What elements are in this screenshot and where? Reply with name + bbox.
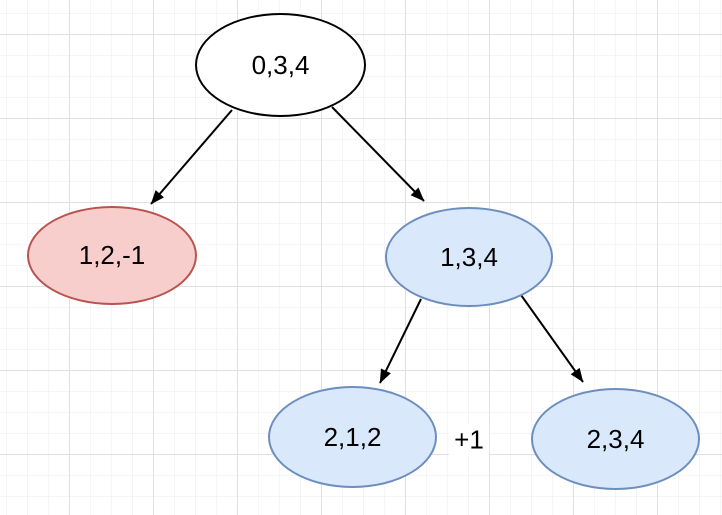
edge-root-to-left-child[interactable] (150, 109, 233, 205)
tree-node-root[interactable]: 0,3,4 (195, 13, 366, 117)
tree-node-right-right-child[interactable]: 2,3,4 (531, 388, 700, 490)
edge-label-plus-one[interactable]: +1 (449, 423, 489, 457)
edge-right-child-to-right-right-child[interactable] (520, 294, 584, 383)
tree-node-right-child[interactable]: 1,3,4 (385, 207, 553, 307)
tree-node-left-child[interactable]: 1,2,-1 (27, 206, 197, 305)
node-label: 2,3,4 (586, 423, 645, 454)
node-label: 2,1,2 (323, 421, 382, 452)
node-label: 1,3,4 (440, 241, 498, 272)
node-label: 1,2,-1 (78, 240, 146, 270)
tree-node-right-left-child[interactable]: 2,1,2 (268, 386, 437, 488)
edge-root-to-right-child[interactable] (331, 106, 425, 202)
edge-right-child-to-right-left-child[interactable] (379, 298, 422, 384)
node-label: 0,3,4 (251, 49, 310, 80)
